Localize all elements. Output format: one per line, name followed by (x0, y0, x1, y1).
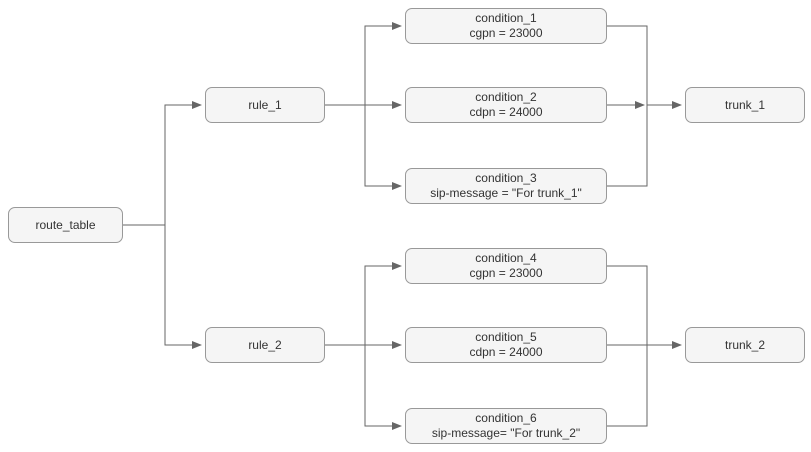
edge-rule_2-condition_4 (325, 262, 402, 346)
node-detail: cdpn = 24000 (469, 345, 543, 359)
edge-condition_3-junction (607, 105, 648, 187)
node-rule-2: rule_2 (205, 327, 325, 363)
edge-condition_4-junction (607, 265, 648, 345)
node-condition-4: condition_4 cgpn = 23000 (405, 248, 607, 284)
node-trunk-1: trunk_1 (685, 87, 805, 123)
node-label: condition_4 (475, 251, 537, 265)
edge-rule_2-condition_6 (325, 344, 402, 430)
node-label: condition_1 (475, 11, 537, 25)
node-detail: sip-message= "For trunk_2" (431, 426, 581, 440)
edge-condition_6-junction (607, 345, 648, 427)
node-condition-1: condition_1 cgpn = 23000 (405, 8, 607, 44)
node-route-table: route_table (8, 207, 123, 243)
node-label: trunk_1 (724, 97, 766, 112)
edge-route_table-rule_1 (123, 101, 202, 226)
edge-condition_1-junction (607, 25, 648, 105)
node-condition-5: condition_5 cdpn = 24000 (405, 327, 607, 363)
node-condition-3: condition_3 sip-message = "For trunk_1" (405, 168, 607, 204)
node-label: condition_2 (475, 90, 537, 104)
node-label: rule_1 (248, 97, 282, 112)
node-detail: sip-message = "For trunk_1" (430, 186, 582, 200)
node-label: condition_3 (475, 171, 537, 185)
edge-rule_1-condition_1 (325, 22, 402, 106)
node-rule-1: rule_1 (205, 87, 325, 123)
node-label: trunk_2 (724, 337, 766, 352)
node-label: rule_2 (248, 337, 282, 352)
node-condition-2: condition_2 cdpn = 24000 (405, 87, 607, 123)
edge-rule_1-condition_3 (325, 104, 402, 190)
node-detail: cdpn = 24000 (469, 105, 543, 119)
node-detail: cgpn = 23000 (469, 266, 543, 280)
node-label: condition_6 (475, 411, 537, 425)
node-trunk-2: trunk_2 (685, 327, 805, 363)
node-label: condition_5 (475, 330, 537, 344)
edge-route_table-rule_2 (123, 224, 202, 349)
node-label: route_table (35, 217, 96, 232)
node-detail: cgpn = 23000 (469, 26, 543, 40)
node-condition-6: condition_6 sip-message= "For trunk_2" (405, 408, 607, 444)
